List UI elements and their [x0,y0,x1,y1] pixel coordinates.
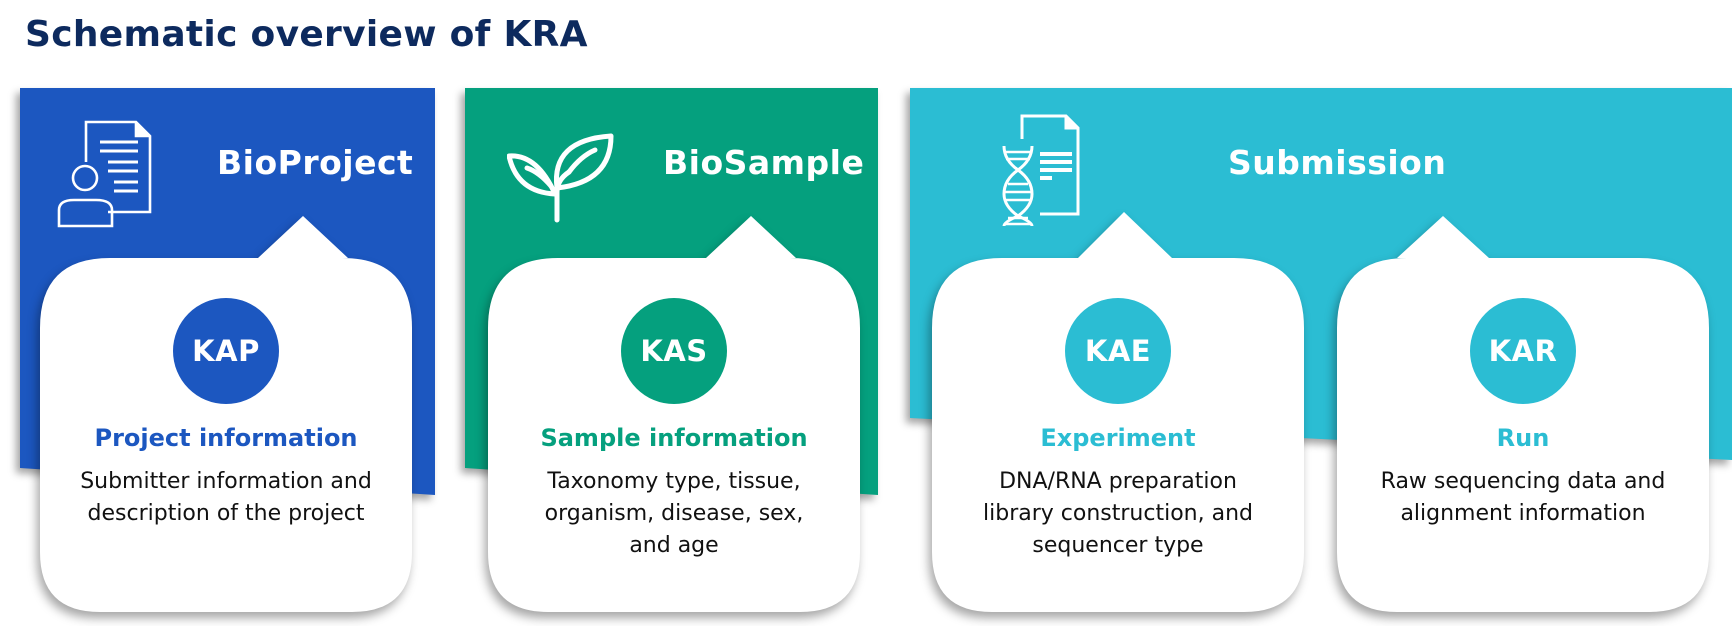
card-heading: Project information [94,424,358,452]
card-kas: KAS Sample information Taxonomy type, ti… [488,212,860,614]
card-kap: KAP Project information Submitter inform… [40,212,412,614]
panel-title-biosample: BioSample [663,143,865,182]
panel-title-submission: Submission [1228,143,1447,182]
document-person-icon [56,120,160,228]
badge-kae: KAE [1065,298,1171,404]
card-description: Submitter information and description of… [80,469,372,526]
card-description: Taxonomy type, tissue, organism, disease… [544,469,804,558]
page-title: Schematic overview of KRA [25,14,588,55]
card-kae: KAE Experiment DNA/RNA preparation libra… [932,210,1304,614]
badge-kas: KAS [621,298,727,404]
card-heading: Experiment [1040,424,1196,452]
badge-kar: KAR [1470,298,1576,404]
panel-title-bioproject: BioProject [217,143,414,182]
badge-kap: KAP [173,298,279,404]
card-description: Raw sequencing data and alignment inform… [1380,469,1666,526]
card-heading: Sample information [540,424,808,452]
card-kar: KAR Run Raw sequencing data and alignmen… [1337,212,1709,614]
sprout-icon [507,132,617,224]
card-heading: Run [1496,424,1550,452]
dna-document-icon [1000,114,1112,226]
card-description: DNA/RNA preparation library construction… [983,469,1253,558]
